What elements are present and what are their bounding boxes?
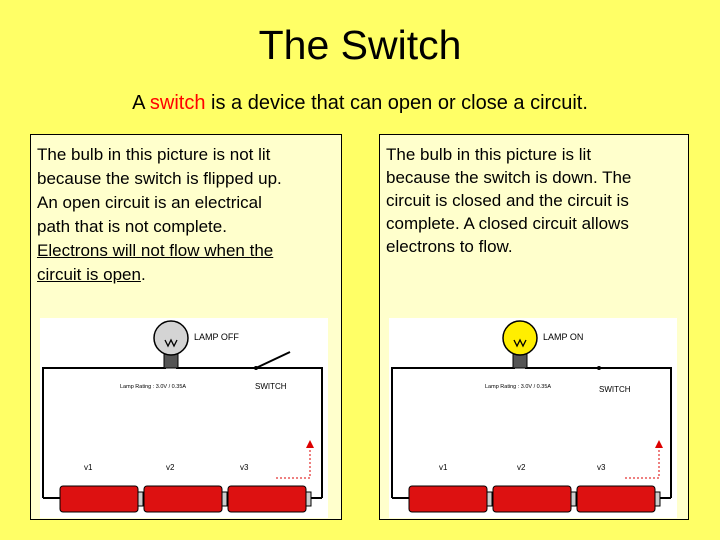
circuit-wire (42, 367, 323, 498)
lamp-rating: Lamp Rating : 3.0V / 0.35A (485, 384, 551, 390)
flow-arrow (625, 446, 660, 479)
v2-label: v2 (517, 463, 526, 472)
closed-circuit-description: The bulb in this picture is lit because … (386, 143, 631, 258)
closed-circuit-panel: The bulb in this picture is lit because … (379, 134, 689, 520)
battery-icon (492, 485, 577, 513)
battery-icon (59, 485, 144, 513)
text-underlined: circuit is open (37, 265, 141, 284)
text-line: electrons to flow. (386, 237, 513, 256)
text-line: because the switch is down. The (386, 168, 632, 187)
battery-icon (143, 485, 228, 513)
lamp-label: LAMP OFF (194, 332, 239, 342)
text-line: path that is not complete. (37, 217, 227, 236)
text-line: because the switch is flipped up. (37, 169, 282, 188)
switch-label: SWITCH (255, 382, 287, 391)
text-period: . (140, 265, 146, 284)
text-line-underlined: Electrons will not flow when the (37, 241, 274, 260)
v3-label: v3 (240, 463, 249, 472)
open-circuit-description: The bulb in this picture is not lit beca… (37, 143, 282, 287)
text-line: complete. A closed circuit allows (386, 214, 629, 233)
battery-icon (408, 485, 493, 513)
v2-label: v2 (166, 463, 175, 472)
bulb-glass (502, 320, 538, 356)
closed-circuit-diagram: LAMP ON Lamp Rating : 3.0V / 0.35A SWITC… (389, 318, 677, 518)
open-circuit-diagram: LAMP OFF Lamp Rating : 3.0V / 0.35A SWIT… (40, 318, 328, 518)
circuit-wire (391, 367, 672, 498)
v1-label: v1 (439, 463, 448, 472)
text-line: An open circuit is an electrical (37, 193, 262, 212)
flow-arrow (276, 446, 311, 479)
slide-subtitle: A switch is a device that can open or cl… (0, 90, 720, 116)
v1-label: v1 (84, 463, 93, 472)
battery-icon (227, 485, 312, 513)
bulb-on-icon (502, 320, 538, 369)
switch-pivot (597, 366, 601, 370)
switch-lever-open (255, 351, 291, 369)
slide-title: The Switch (258, 22, 462, 68)
lamp-label: LAMP ON (543, 332, 583, 342)
text-line: The bulb in this picture is lit (386, 145, 592, 164)
lamp-rating: Lamp Rating : 3.0V / 0.35A (120, 384, 186, 390)
battery-icon (576, 485, 661, 513)
text-line: circuit is closed and the circuit is (386, 191, 629, 210)
open-circuit-panel: The bulb in this picture is not lit beca… (30, 134, 342, 520)
bulb-off-icon (153, 320, 189, 369)
flow-arrowhead (306, 440, 314, 448)
text-line: circuit is open. (37, 263, 282, 287)
bulb-glass (153, 320, 189, 356)
flow-arrowhead (655, 440, 663, 448)
text-line: The bulb in this picture is not lit (37, 145, 271, 164)
subtitle-highlight: switch (149, 92, 206, 114)
subtitle-suffix: is a device that can open or close a cir… (205, 92, 588, 114)
v3-label: v3 (597, 463, 606, 472)
switch-label: SWITCH (599, 385, 631, 394)
subtitle-prefix: A (132, 92, 150, 114)
